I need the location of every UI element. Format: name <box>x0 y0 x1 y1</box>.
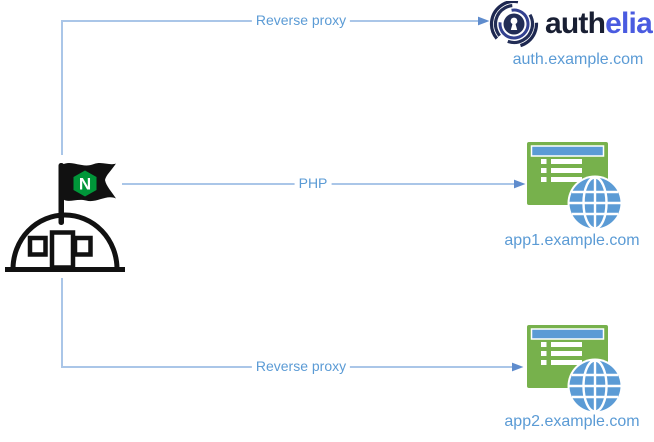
list-icon <box>541 342 582 365</box>
window-right <box>72 235 93 257</box>
connector-top-arrowhead-icon <box>478 16 490 26</box>
authelia-domain-label: auth.example.com <box>512 51 644 68</box>
connector-top-line <box>61 20 478 155</box>
window-left <box>27 235 48 257</box>
connector-bottom-line <box>61 278 512 368</box>
connector-label-bottom: Reverse proxy <box>251 359 351 374</box>
nginx-server-icon: N <box>5 163 125 272</box>
authelia-ring-inner <box>498 8 530 40</box>
nginx-badge-letter: N <box>79 175 91 194</box>
door <box>49 230 76 270</box>
authelia-wordmark-suffix: elia <box>605 7 653 40</box>
app2-window-icon <box>527 325 623 414</box>
keyhole-stem <box>510 23 518 30</box>
globe-icon <box>567 358 623 414</box>
keyhole-icon <box>510 17 518 25</box>
dome-building <box>10 212 120 270</box>
app2-domain-label: app2.example.com <box>504 413 640 430</box>
connector-bottom-arrowhead-icon <box>512 362 524 372</box>
connector-label-middle: PHP <box>294 176 332 191</box>
app1-window-icon <box>527 142 623 231</box>
authelia-wordmark-prefix: auth <box>545 7 606 40</box>
connector-middle-arrowhead-icon <box>514 179 526 189</box>
app-titlebar <box>530 145 605 157</box>
app-titlebar <box>530 328 605 340</box>
list-icon <box>541 159 582 182</box>
authelia-wordmark: authelia <box>545 7 653 41</box>
connector-label-top: Reverse proxy <box>251 13 351 28</box>
app1-domain-label: app1.example.com <box>504 232 640 249</box>
authelia-ring-middle <box>493 3 535 45</box>
authelia-logo-icon <box>489 1 539 48</box>
globe-icon <box>567 175 623 231</box>
nginx-badge-icon <box>73 170 97 197</box>
